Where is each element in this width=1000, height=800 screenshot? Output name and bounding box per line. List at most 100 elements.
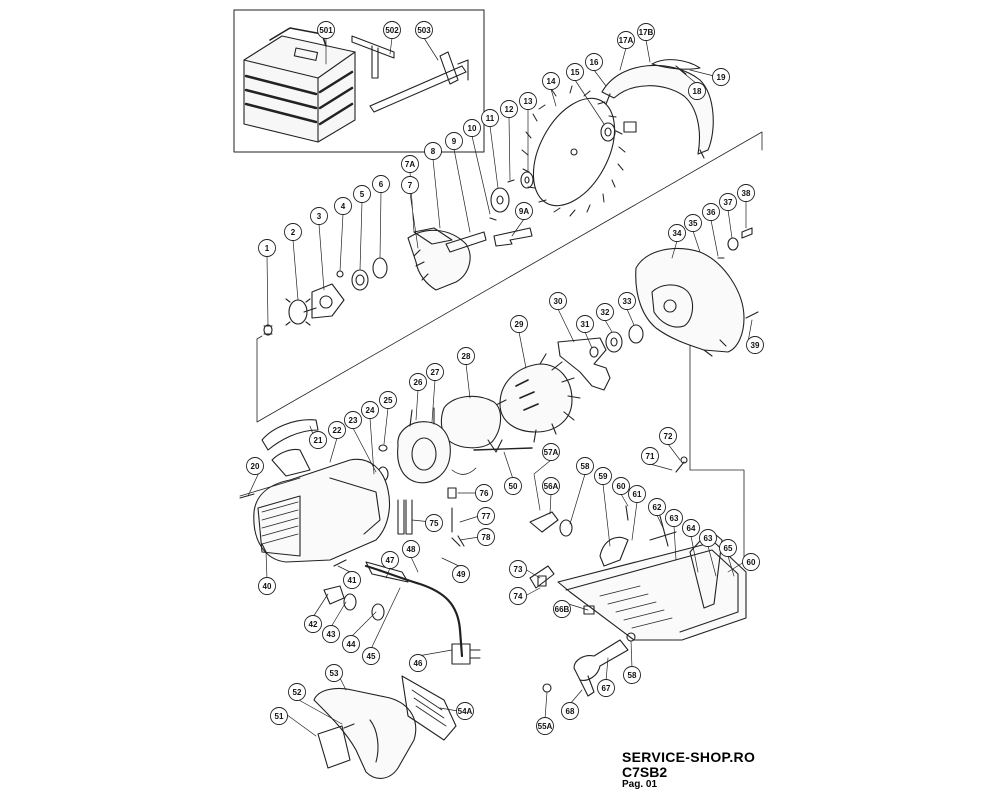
part-callout: 53 [325, 664, 343, 682]
callout-number: 9 [452, 137, 457, 146]
part-callout: 9A [515, 202, 533, 220]
part-callout: 37 [719, 193, 737, 211]
bearing-plate-drawing [557, 324, 644, 391]
callout-circle [402, 540, 420, 558]
part-callout: 47 [381, 551, 399, 569]
part-callout: 39 [746, 336, 764, 354]
guide-bar-drawing [369, 51, 469, 113]
gear-cover-drawing [635, 227, 759, 357]
callout-circle [659, 427, 677, 445]
part-callout: 68 [561, 702, 579, 720]
blade-fasteners-drawing [507, 121, 637, 189]
callout-number: 62 [653, 503, 662, 512]
part-callout: 21 [309, 431, 327, 449]
callout-circle [258, 239, 276, 257]
part-callout: 9 [445, 132, 463, 150]
part-callout: 60 [612, 477, 630, 495]
callout-number: 60 [617, 482, 626, 491]
callout-circle [457, 347, 475, 365]
callout-circle [712, 68, 730, 86]
part-callout: 7 [401, 176, 419, 194]
callout-circle [594, 467, 612, 485]
callout-number: 61 [633, 490, 642, 499]
handle-drawing [313, 675, 457, 779]
part-callout: 57A [542, 443, 560, 461]
callout-number: 78 [482, 533, 491, 542]
callout-number: 22 [333, 426, 342, 435]
callout-number: 13 [524, 97, 533, 106]
callout-number: 29 [515, 320, 524, 329]
part-callout: 58 [623, 666, 641, 684]
callout-circle [452, 565, 470, 583]
callout-circle [409, 654, 427, 672]
callout-circle [509, 587, 527, 605]
callout-circle [425, 514, 443, 532]
part-callout: 51 [270, 707, 288, 725]
callout-circle [576, 315, 594, 333]
part-callout: 50 [504, 477, 522, 495]
part-callout: 36 [702, 203, 720, 221]
callout-circle [702, 203, 720, 221]
part-callout: 63 [699, 529, 717, 547]
callout-number: 48 [407, 545, 416, 554]
callout-number: 7 [408, 181, 413, 190]
part-callout: 17A [617, 31, 635, 49]
callout-number: 51 [275, 712, 284, 721]
callout-number: 14 [547, 77, 556, 86]
callout-number: 16 [590, 58, 599, 67]
callout-circle [542, 72, 560, 90]
callout-number: 23 [349, 416, 358, 425]
hex-wrench-drawing [351, 35, 395, 79]
callout-circle [342, 635, 360, 653]
callout-number: 27 [431, 368, 440, 377]
callout-circle [504, 477, 522, 495]
callout-circle [445, 132, 463, 150]
callout-number: 44 [347, 640, 356, 649]
callout-circle [585, 53, 603, 71]
callout-number: 42 [309, 620, 318, 629]
callout-circle [284, 223, 302, 241]
callout-circle [475, 484, 493, 502]
callout-circle [343, 571, 361, 589]
part-callout: 43 [322, 625, 340, 643]
part-callout: 34 [668, 224, 686, 242]
part-callout: 67 [597, 679, 615, 697]
callout-circle [561, 702, 579, 720]
callout-number: 7A [405, 160, 415, 169]
callout-number: 32 [601, 308, 610, 317]
callout-circle [401, 155, 419, 173]
callout-number: 46 [414, 659, 423, 668]
part-callout: 6 [372, 175, 390, 193]
leader-lines [247, 37, 753, 737]
callout-circle [719, 193, 737, 211]
callout-circle [310, 207, 328, 225]
callout-circle [509, 560, 527, 578]
part-callout: 66B [553, 600, 571, 618]
callout-number: 55A [538, 722, 553, 731]
callout-circle [309, 431, 327, 449]
part-callout: 502 [383, 21, 401, 39]
part-callout: 56A [542, 477, 560, 495]
part-callout: 77 [477, 507, 495, 525]
callout-circle [270, 707, 288, 725]
part-callout: 24 [361, 401, 379, 419]
callout-number: 74 [514, 592, 523, 601]
callout-number: 6 [379, 180, 384, 189]
callout-circle [304, 615, 322, 633]
part-callout: 22 [328, 421, 346, 439]
part-callout: 15 [566, 63, 584, 81]
callout-circle [566, 63, 584, 81]
part-callout: 49 [452, 565, 470, 583]
line-art [233, 9, 763, 779]
part-callout: 73 [509, 560, 527, 578]
page-number: Pag. 01 [622, 779, 658, 790]
callout-number: 25 [384, 396, 393, 405]
part-callout: 78 [477, 528, 495, 546]
callout-circle [362, 647, 380, 665]
callout-number: 63 [670, 514, 679, 523]
callout-circle [536, 717, 554, 735]
callout-number: 503 [417, 26, 431, 35]
callout-number: 47 [386, 556, 395, 565]
